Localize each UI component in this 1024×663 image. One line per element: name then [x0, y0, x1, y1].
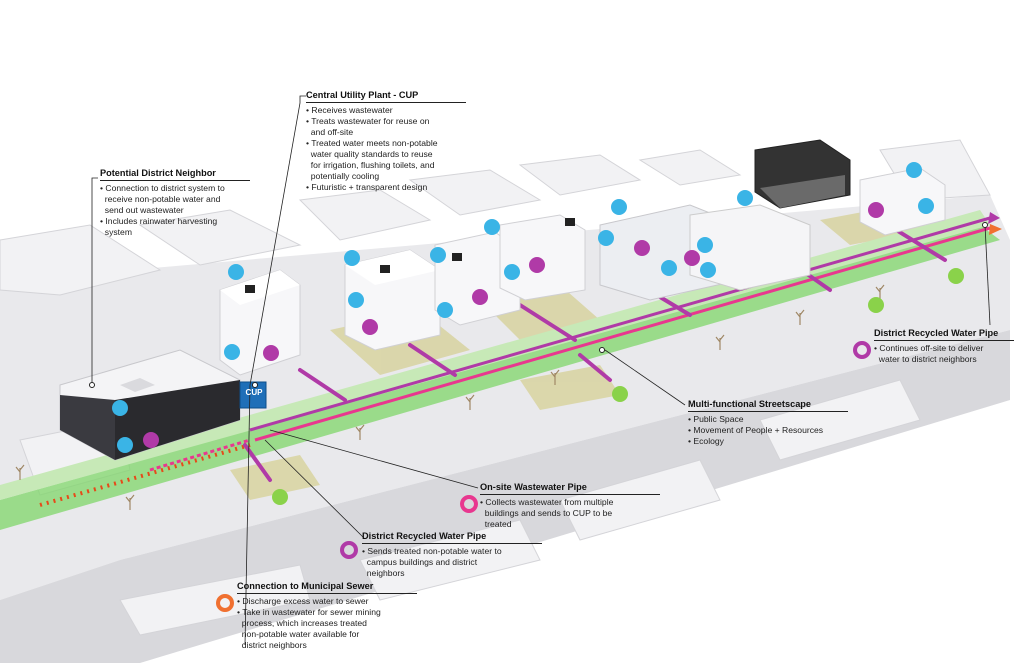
callout-recycled-center-title: District Recycled Water Pipe: [362, 531, 487, 541]
callout-recycled-right: District Recycled Water Pipe • Continues…: [874, 328, 1014, 365]
callout-cup-bullet: • Treated water meets non-potable water …: [306, 138, 438, 181]
callout-neighbor-bullet: • Includes rainwater harvesting system: [100, 216, 218, 237]
sewer-pipe-marker: [216, 594, 234, 612]
callout-sewer: Connection to Municipal Sewer • Discharg…: [237, 581, 417, 651]
recycled-water-pipe: [249, 216, 991, 432]
cup-label: CUP: [245, 388, 263, 397]
water-drop-icons: [112, 162, 934, 453]
callout-wastewater-bullet: • Collects wastewater from multiple buil…: [480, 497, 614, 529]
callout-cup-bullet: • Futuristic + transparent design: [306, 182, 428, 192]
recycled-pipe-arrow: [988, 212, 1000, 224]
callout-streetscape-bullet: • Public Space: [688, 414, 744, 424]
leader-lines: [91, 95, 991, 646]
callout-neighbor-title: Potential District Neighbor: [100, 168, 216, 178]
callout-recycled-right-rule: [874, 340, 1014, 341]
callout-streetscape-title: Multi-functional Streetscape: [688, 399, 812, 409]
recycled-pipe-marker-right: [853, 341, 871, 359]
callout-wastewater: On-site Wastewater Pipe • Collects waste…: [480, 482, 660, 530]
callout-streetscape-bullet: • Movement of People + Resources: [688, 425, 824, 435]
callout-streetscape: Multi-functional Streetscape • Public Sp…: [688, 399, 848, 447]
sewer-pipe-arrow: [989, 224, 1002, 235]
callout-sewer-bullet: • Discharge excess water to sewer: [237, 596, 369, 606]
leader-dots: [89, 222, 988, 388]
callout-sewer-title: Connection to Municipal Sewer: [237, 581, 374, 591]
callout-recycled-center: District Recycled Water Pipe • Sends tre…: [362, 531, 542, 579]
callout-streetscape-bullet: • Ecology: [688, 436, 724, 446]
wastewater-pipe: [254, 226, 991, 442]
callout-cup-rule: [306, 102, 466, 103]
trees: [15, 284, 885, 510]
irrigation-icons: [272, 268, 964, 505]
toilet-icons: [143, 202, 884, 448]
callout-recycled-right-bullet: • Continues off-site to deliver water to…: [874, 343, 984, 364]
callout-wastewater-title: On-site Wastewater Pipe: [480, 482, 587, 492]
callout-cup-bullet: • Receives wastewater: [306, 105, 393, 115]
callout-cup-bullet: • Treats wastewater for reuse on and off…: [306, 116, 430, 137]
campus-buildings: [219, 139, 946, 376]
neighbor-pipe: [149, 438, 251, 472]
callout-cup-title: Central Utility Plant - CUP: [306, 90, 419, 100]
callout-recycled-center-bullet: • Sends treated non-potable water to cam…: [362, 546, 502, 578]
callout-recycled-center-rule: [362, 543, 542, 544]
dotted-collection-line: [39, 443, 251, 507]
recycled-pipe-marker-center: [340, 541, 358, 559]
callout-sewer-bullet: • Take in wastewater for sewer mining pr…: [237, 607, 381, 650]
callout-recycled-right-title: District Recycled Water Pipe: [874, 328, 999, 338]
callout-neighbor-bullet: • Connection to district system to recei…: [100, 183, 225, 215]
callout-neighbor-rule: [100, 180, 250, 181]
callout-wastewater-rule: [480, 494, 660, 495]
callout-neighbor: Potential District Neighbor • Connection…: [100, 168, 250, 238]
callout-streetscape-rule: [688, 411, 848, 412]
callout-cup: Central Utility Plant - CUP • Receives w…: [306, 90, 466, 193]
callout-sewer-rule: [237, 593, 417, 594]
context-buildings: [0, 139, 991, 636]
wastewater-pipe-marker: [460, 495, 478, 513]
